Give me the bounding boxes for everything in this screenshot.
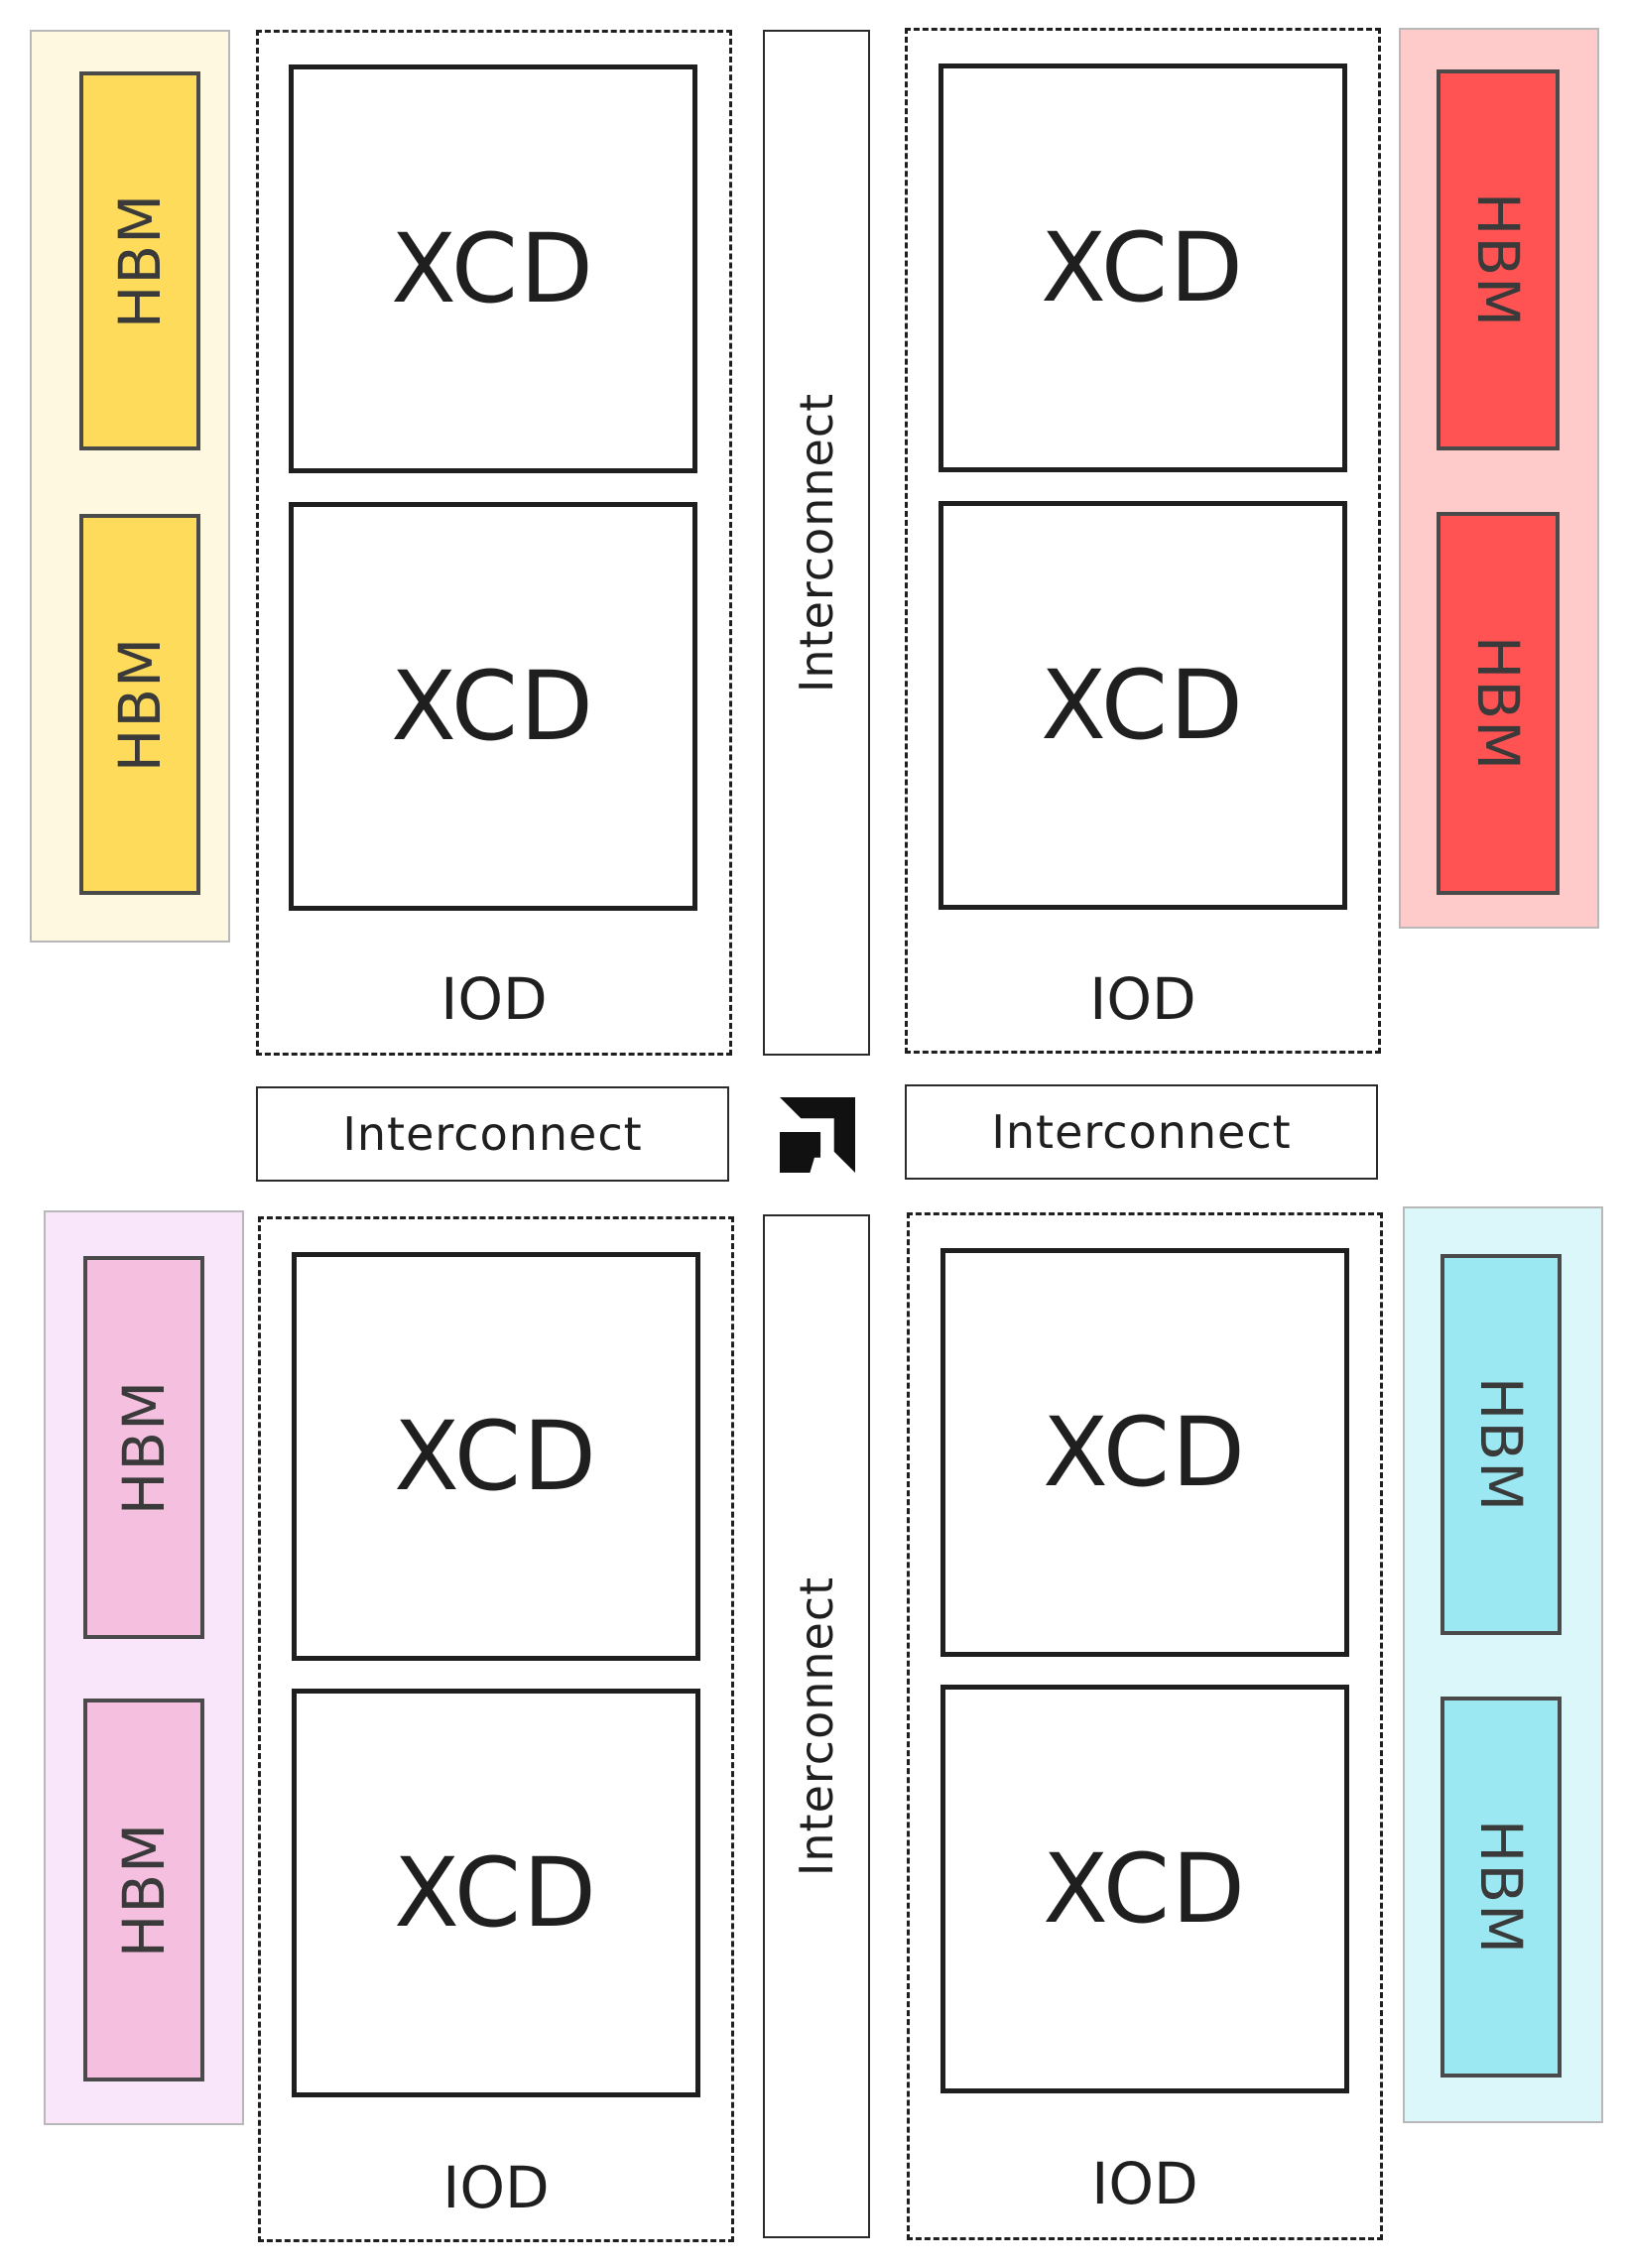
xcd-top-left-1: XCD — [289, 64, 697, 473]
hbm-label: HBM — [1467, 1819, 1536, 1955]
hbm-stack-top-left-1: HBM — [79, 71, 200, 450]
xcd-label: XCD — [391, 651, 595, 762]
hbm-stack-bottom-right-1: HBM — [1440, 1254, 1562, 1635]
xcd-label: XCD — [391, 213, 595, 324]
hbm-stack-bottom-right-2: HBM — [1440, 1697, 1562, 2078]
interconnect-vertical-top: Interconnect — [763, 30, 870, 1056]
hbm-stack-top-right-1: HBM — [1437, 69, 1560, 450]
xcd-bottom-right-2: XCD — [940, 1685, 1349, 2093]
iod-top-left — [256, 30, 732, 1056]
xcd-label: XCD — [394, 1837, 598, 1949]
xcd-top-left-2: XCD — [289, 502, 697, 911]
amd-logo-icon — [780, 1097, 855, 1173]
hbm-label: HBM — [1464, 191, 1533, 328]
iod-label: IOD — [440, 965, 548, 1033]
xcd-bottom-left-1: XCD — [292, 1252, 700, 1661]
hbm-label: HBM — [106, 192, 175, 329]
xcd-bottom-right-1: XCD — [940, 1248, 1349, 1657]
iod-label: IOD — [442, 2154, 550, 2221]
hbm-label: HBM — [1464, 635, 1533, 772]
xcd-top-right-1: XCD — [939, 63, 1347, 472]
hbm-label: HBM — [1467, 1376, 1536, 1513]
iod-top-right — [905, 28, 1381, 1054]
xcd-label: XCD — [1043, 1397, 1247, 1508]
hbm-stack-top-left-2: HBM — [79, 514, 200, 895]
hbm-label: HBM — [110, 1379, 179, 1516]
interconnect-vertical-bottom: Interconnect — [763, 1214, 870, 2238]
hbm-label: HBM — [110, 1822, 179, 1958]
interconnect-label: Interconnect — [790, 392, 843, 693]
xcd-label: XCD — [1041, 212, 1245, 323]
iod-bottom-right — [907, 1212, 1383, 2240]
iod-bottom-left — [258, 1216, 734, 2242]
xcd-label: XCD — [1041, 650, 1245, 761]
interconnect-label: Interconnect — [790, 1575, 843, 1877]
hbm-stack-bottom-left-2: HBM — [83, 1699, 204, 2081]
xcd-label: XCD — [394, 1401, 598, 1512]
interconnect-label: Interconnect — [991, 1105, 1292, 1159]
xcd-bottom-left-2: XCD — [292, 1689, 700, 2097]
xcd-top-right-2: XCD — [939, 501, 1347, 910]
interconnect-label: Interconnect — [342, 1107, 643, 1161]
interconnect-horizontal-right: Interconnect — [905, 1084, 1378, 1180]
xcd-label: XCD — [1043, 1833, 1247, 1945]
hbm-label: HBM — [106, 636, 175, 773]
iod-label: IOD — [1089, 965, 1196, 1033]
iod-label: IOD — [1091, 2150, 1198, 2217]
hbm-stack-top-right-2: HBM — [1437, 512, 1560, 895]
interconnect-horizontal-left: Interconnect — [256, 1086, 729, 1182]
hbm-stack-bottom-left-1: HBM — [83, 1256, 204, 1639]
